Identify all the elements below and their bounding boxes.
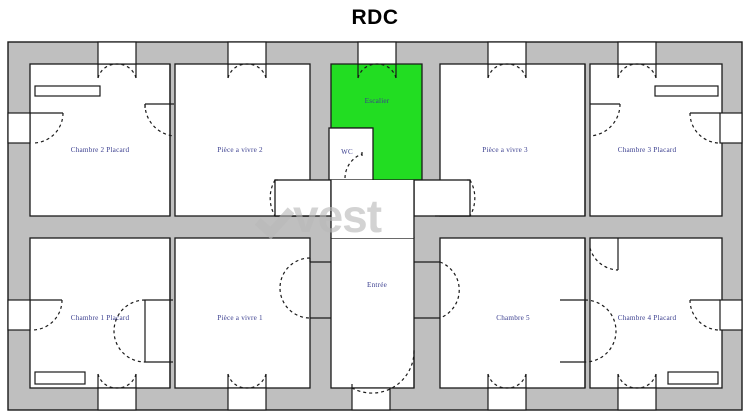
door-bottom-2 bbox=[227, 373, 267, 389]
door-right-chambre4 bbox=[689, 299, 720, 331]
door-wc bbox=[344, 152, 363, 179]
window-left-1 bbox=[7, 112, 31, 144]
door-corridor-left bbox=[269, 179, 310, 217]
door-top-5 bbox=[617, 63, 657, 79]
placard-chambre4 bbox=[667, 371, 719, 385]
window-top-3 bbox=[357, 41, 397, 65]
window-bottom-1 bbox=[97, 387, 137, 411]
wall-separators bbox=[169, 64, 586, 388]
door-top-2 bbox=[227, 63, 267, 79]
placard-chambre2 bbox=[34, 85, 101, 97]
window-bottom-5 bbox=[617, 387, 657, 411]
room-wc bbox=[328, 127, 374, 181]
corridor-band bbox=[274, 179, 471, 238]
door-left-chambre1 bbox=[30, 299, 63, 331]
door-bottom-1 bbox=[97, 373, 137, 389]
door-bottom-5 bbox=[617, 373, 657, 389]
door-left-chambre2 bbox=[30, 112, 64, 144]
window-bottom-2 bbox=[227, 387, 267, 411]
placard-chambre1 bbox=[34, 371, 86, 385]
door-corridor-right bbox=[435, 179, 476, 217]
room-piece-a-vivre-1 bbox=[174, 237, 311, 389]
window-top-4 bbox=[487, 41, 527, 65]
window-top-2 bbox=[227, 41, 267, 65]
window-top-5 bbox=[617, 41, 657, 65]
door-interior-chambre2 bbox=[144, 103, 175, 137]
door-interior-chambre1 bbox=[113, 299, 173, 363]
door-symbols bbox=[30, 63, 720, 394]
door-top-4 bbox=[487, 63, 527, 79]
room-chambre-4-placard bbox=[589, 237, 723, 389]
window-bottom-4 bbox=[487, 387, 527, 411]
placard-chambre3 bbox=[654, 85, 719, 97]
door-top-1 bbox=[97, 63, 137, 79]
window-top-1 bbox=[97, 41, 137, 65]
door-entree-right bbox=[414, 261, 460, 319]
windows bbox=[7, 41, 743, 411]
page-title: RDC bbox=[351, 6, 399, 29]
closet-fittings bbox=[34, 85, 719, 385]
window-right-1 bbox=[719, 112, 743, 144]
door-entree-bottom bbox=[351, 349, 415, 394]
door-top-3 bbox=[357, 63, 397, 79]
door-right-chambre3 bbox=[689, 112, 720, 144]
window-bottom-3 bbox=[351, 387, 391, 411]
room-chambre-1-placard bbox=[29, 237, 171, 389]
room-entree bbox=[330, 237, 415, 389]
door-interior-chambre3 bbox=[589, 103, 621, 137]
room-chambre-5 bbox=[439, 237, 586, 389]
door-chambre4-top bbox=[589, 238, 619, 271]
door-entree-left bbox=[279, 257, 331, 319]
window-right-2 bbox=[719, 299, 743, 331]
door-bottom-4 bbox=[487, 373, 527, 389]
window-left-2 bbox=[7, 299, 31, 331]
